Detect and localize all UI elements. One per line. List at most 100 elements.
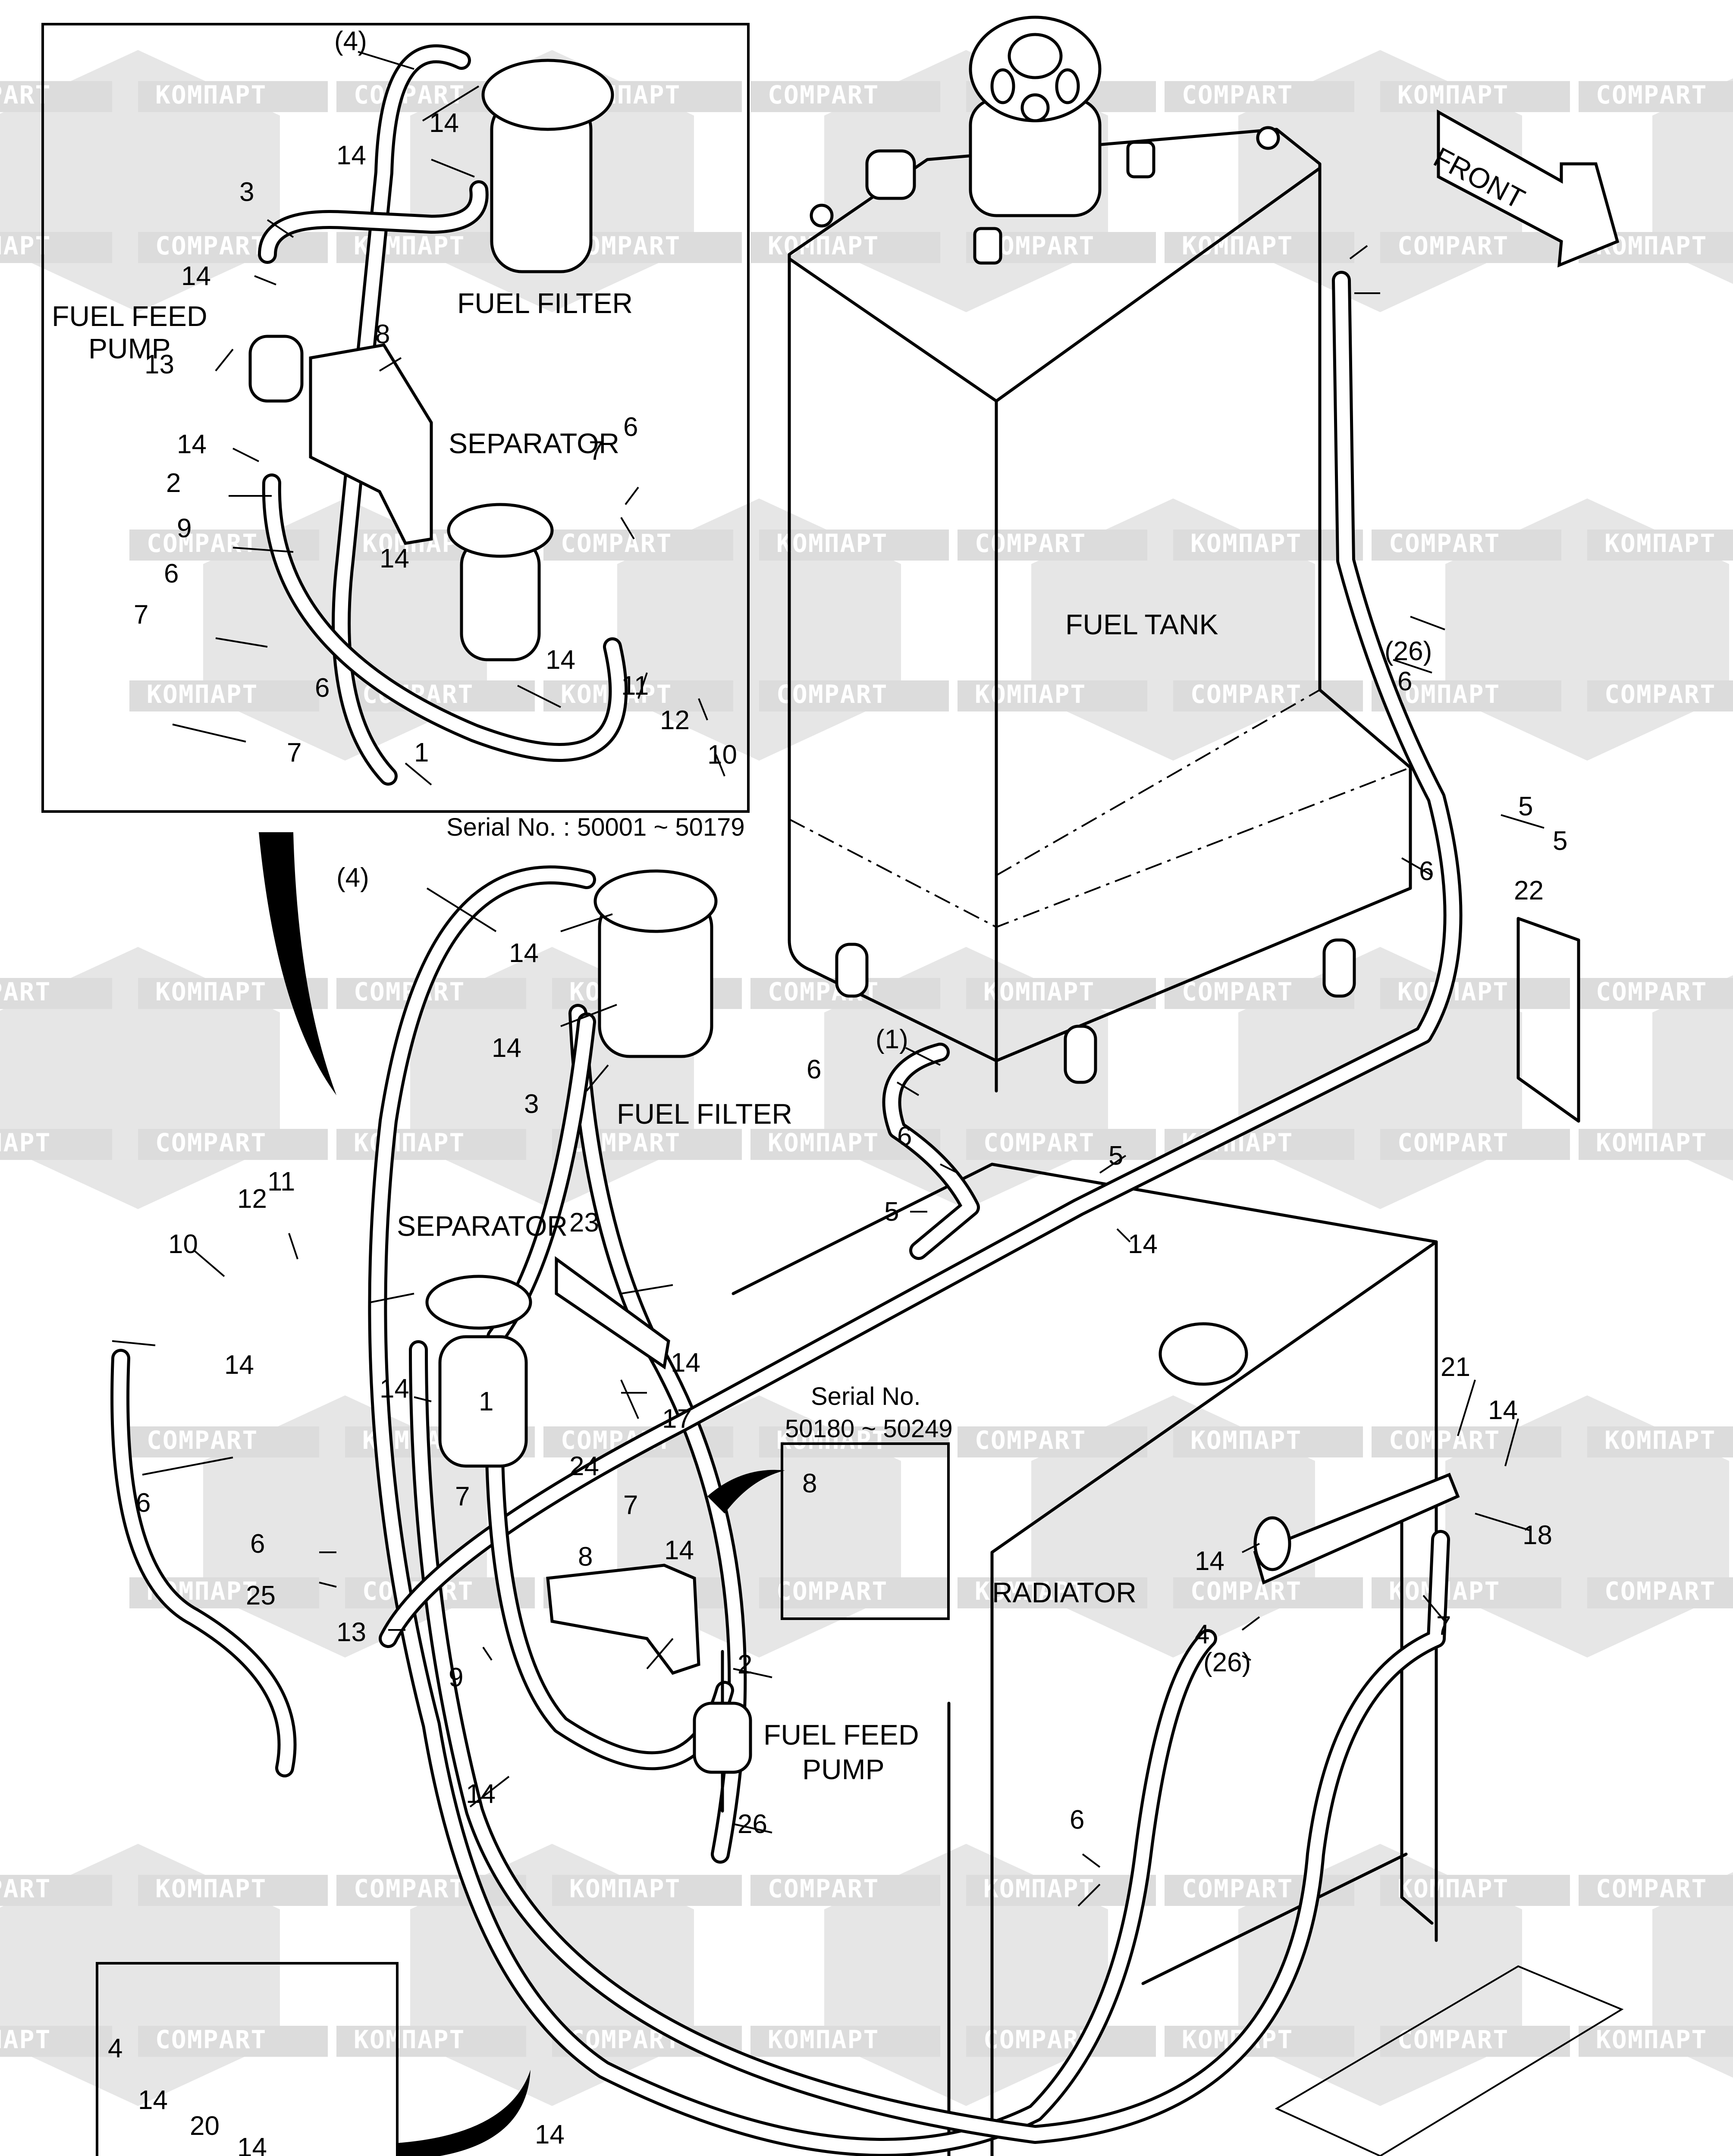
callout-number: 10	[168, 1229, 198, 1259]
callout-number: 3	[239, 177, 254, 207]
inset-bottom-left	[96, 1962, 399, 2156]
callout-number: 22	[1514, 876, 1544, 906]
callout-number: 14	[546, 645, 575, 675]
callout-number: 14	[177, 429, 207, 459]
callout-number: 14	[671, 1348, 700, 1378]
inset-serial-bracket-1: Serial No.	[811, 1382, 921, 1410]
watermark-bar	[1380, 1129, 1570, 1160]
callout-number: 6	[250, 1529, 265, 1559]
inset-pointer-arrow	[707, 1470, 785, 1514]
inset-label-fuel-filter: FUEL FILTER	[457, 287, 633, 319]
callout-number: 7	[287, 738, 302, 768]
frame-plate	[1275, 1965, 1624, 2156]
fuel-feed-pump	[693, 1650, 752, 1813]
watermark-bar	[1173, 680, 1363, 711]
watermark-bar	[336, 1129, 526, 1160]
callout-number: 2	[738, 1650, 753, 1680]
callout-number: 14	[380, 1374, 409, 1404]
watermark-bar	[138, 2026, 328, 2057]
watermark-text: КОМПАРТ	[776, 1426, 888, 1455]
watermark-text: COMPART	[975, 529, 1086, 558]
inset-top-left-artwork	[248, 44, 628, 786]
radiator-cap	[1158, 1322, 1248, 1386]
watermark-text: COMPART	[1596, 1874, 1707, 1903]
watermark-bar	[1173, 1577, 1363, 1608]
watermark-text: КОМПАРТ	[1596, 1128, 1707, 1157]
callout-number: 7	[134, 600, 149, 630]
watermark-bar	[1380, 81, 1570, 112]
watermark-bar	[1587, 680, 1733, 711]
inset-pointer-arrow	[259, 832, 336, 1095]
callout-number: 14	[535, 2120, 565, 2150]
callout-number: 8	[375, 320, 390, 349]
fuel-cooler-18	[1253, 1473, 1460, 1585]
watermark-bar	[1165, 1875, 1354, 1906]
bolt-head	[810, 204, 834, 228]
watermark-text: COMPART	[1182, 977, 1293, 1006]
watermark-bar	[966, 1875, 1156, 1906]
callout-number: 18	[1523, 1520, 1552, 1550]
watermark-text: COMPART	[1397, 1128, 1509, 1157]
callout-number: (4)	[336, 863, 369, 893]
watermark-text: КОМПАРТ	[776, 529, 888, 558]
callout-number: 11	[621, 671, 649, 701]
watermark-text: КОМПАРТ	[983, 1874, 1095, 1903]
watermark-text: COMPART	[1596, 80, 1707, 110]
watermark-bar	[1587, 1426, 1733, 1457]
watermark-bar	[1372, 530, 1561, 561]
watermark-text: COMPART	[1190, 1576, 1302, 1606]
watermark-bar	[1579, 1875, 1733, 1906]
watermark-bar	[1380, 978, 1570, 1009]
callout-number: 14	[429, 108, 459, 138]
watermark-text: COMPART	[1182, 80, 1293, 110]
plug	[973, 227, 1002, 265]
callout-number: 6	[1070, 1805, 1085, 1835]
watermark-bar	[1579, 1129, 1733, 1160]
watermark-text: COMPART	[155, 1128, 267, 1157]
watermark-text: COMPART	[354, 80, 465, 110]
watermark-text: КОМПАРТ	[1190, 1426, 1302, 1455]
watermark-text: COMPART	[155, 2025, 267, 2054]
callout-number: 10	[707, 740, 737, 770]
watermark-bar	[1579, 2026, 1733, 2057]
watermark-bar	[750, 2026, 940, 2057]
elbow-fitting	[865, 149, 916, 200]
watermark-bar	[750, 81, 940, 112]
callout-number: 5	[1553, 826, 1568, 856]
watermark-text: COMPART	[1389, 529, 1500, 558]
watermark-text: КОМПАРТ	[0, 1128, 51, 1157]
watermark-bar	[1579, 81, 1733, 112]
callout-number: (26)	[1385, 636, 1432, 666]
callout-number: 14	[224, 1350, 254, 1380]
callout-number: 14	[466, 1779, 496, 1809]
inset-top-left	[41, 23, 750, 813]
callout-number: 1	[479, 1387, 494, 1416]
watermark-text: КОМПАРТ	[1397, 80, 1509, 110]
watermark-text: COMPART	[0, 1874, 51, 1903]
fuel-filter	[593, 869, 718, 1058]
watermark-bar	[759, 1577, 949, 1608]
separator	[425, 1275, 532, 1468]
callout-number: 6	[897, 1122, 912, 1151]
callout-leaders	[112, 51, 1545, 1907]
callout-number: 14	[138, 2085, 168, 2115]
fuel-cap	[969, 16, 1102, 217]
watermark-bar	[1579, 978, 1733, 1009]
watermark-bar	[1165, 81, 1354, 112]
inset-label-pump-2: PUMP	[88, 332, 171, 364]
callout-number: 8	[802, 1469, 817, 1498]
callout-number: 14	[664, 1536, 694, 1565]
callout-number: 9	[177, 514, 192, 543]
callout-number: 14	[181, 261, 211, 291]
callout-number: 13	[144, 350, 174, 379]
watermark-bar	[1372, 1426, 1561, 1457]
watermark-text: КОМПАРТ	[569, 1874, 681, 1903]
inset-pointer-arrow	[397, 2070, 531, 2156]
watermark-text: COMPART	[776, 680, 888, 709]
callout-number: 2	[166, 468, 181, 498]
callout-number: 5	[1108, 1141, 1124, 1171]
callout-number: 26	[738, 1809, 767, 1839]
watermark-text: COMPART	[0, 977, 51, 1006]
callout-number: 14	[237, 2133, 267, 2156]
watermark-text: КОМПАРТ	[147, 680, 258, 709]
